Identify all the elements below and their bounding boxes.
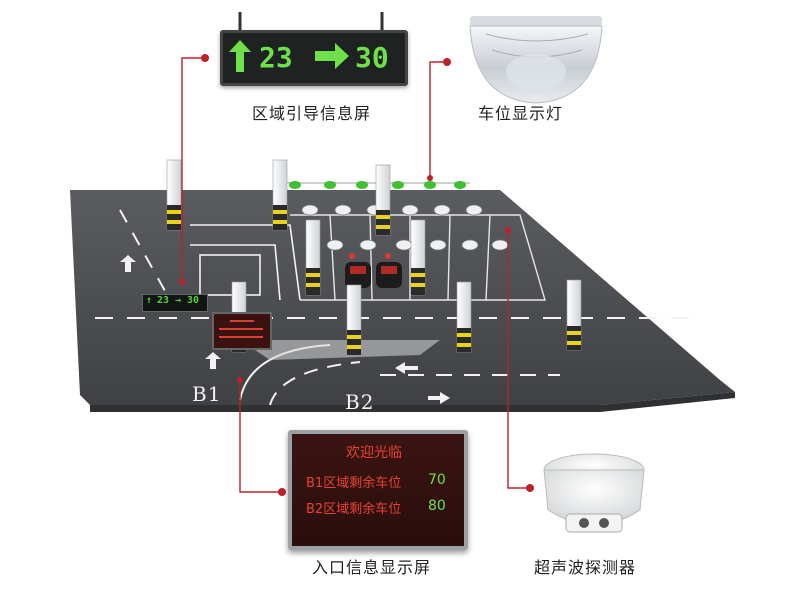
- sign-hangers: [238, 12, 384, 30]
- small-up-arrow-icon: ↑: [146, 295, 153, 306]
- right-arrow-icon: [315, 43, 349, 69]
- small-guide-sign: ↑ 23 → 30: [142, 294, 208, 312]
- pillar: [456, 281, 472, 353]
- pillar: [346, 284, 362, 356]
- pillar: [566, 279, 582, 351]
- b1-remaining-label: B1区域剩余车位: [306, 476, 402, 491]
- guide-left-number: 23: [259, 41, 293, 74]
- caption-zone-guide-screen: 区域引导信息屏: [252, 104, 372, 123]
- small-right-arrow-icon: →: [175, 295, 182, 306]
- entrance-ramp: [240, 340, 440, 360]
- indicator-light-rail: [285, 181, 470, 189]
- callout-lines: [181, 57, 530, 493]
- pillar: [166, 159, 182, 231]
- parking-stalls: [290, 214, 546, 301]
- caption-space-indicator-light: 车位显示灯: [478, 104, 564, 123]
- pillar: [272, 159, 288, 231]
- floor-arrows: [120, 255, 450, 404]
- pillar: [305, 219, 321, 296]
- b2-remaining-label: B2区域剩余车位: [306, 502, 402, 517]
- b1-remaining-value: 70: [428, 472, 446, 488]
- b2-remaining-value: 80: [428, 498, 446, 514]
- entrance-info-board: 欢迎光临 B1区域剩余车位 70 B2区域剩余车位 80: [288, 430, 468, 550]
- callout-dots: [179, 54, 534, 496]
- zone-guide-sign: 23 30: [220, 30, 408, 86]
- up-arrow-icon: [229, 40, 251, 72]
- floor-label-b1: B1: [192, 382, 222, 406]
- floor-label-b2: B2: [345, 390, 375, 414]
- lane-markings: [95, 209, 700, 406]
- mini-entrance-board: [212, 312, 272, 350]
- small-guide-left-number: 23: [157, 295, 170, 306]
- guide-right-number: 30: [355, 41, 389, 74]
- space-indicator-dome: [469, 16, 603, 104]
- small-guide-right-number: 30: [187, 295, 200, 306]
- ultrasonic-detector: [543, 453, 645, 533]
- pillar: [375, 164, 391, 236]
- stall-red-lights: [349, 253, 391, 259]
- caption-entrance-info-screen: 入口信息显示屏: [312, 558, 432, 577]
- pillar: [410, 219, 426, 296]
- parked-cars: [345, 262, 402, 288]
- caption-ultrasonic-detector: 超声波探测器: [534, 558, 637, 577]
- pillars: [166, 159, 582, 356]
- welcome-title: 欢迎光临: [346, 445, 402, 461]
